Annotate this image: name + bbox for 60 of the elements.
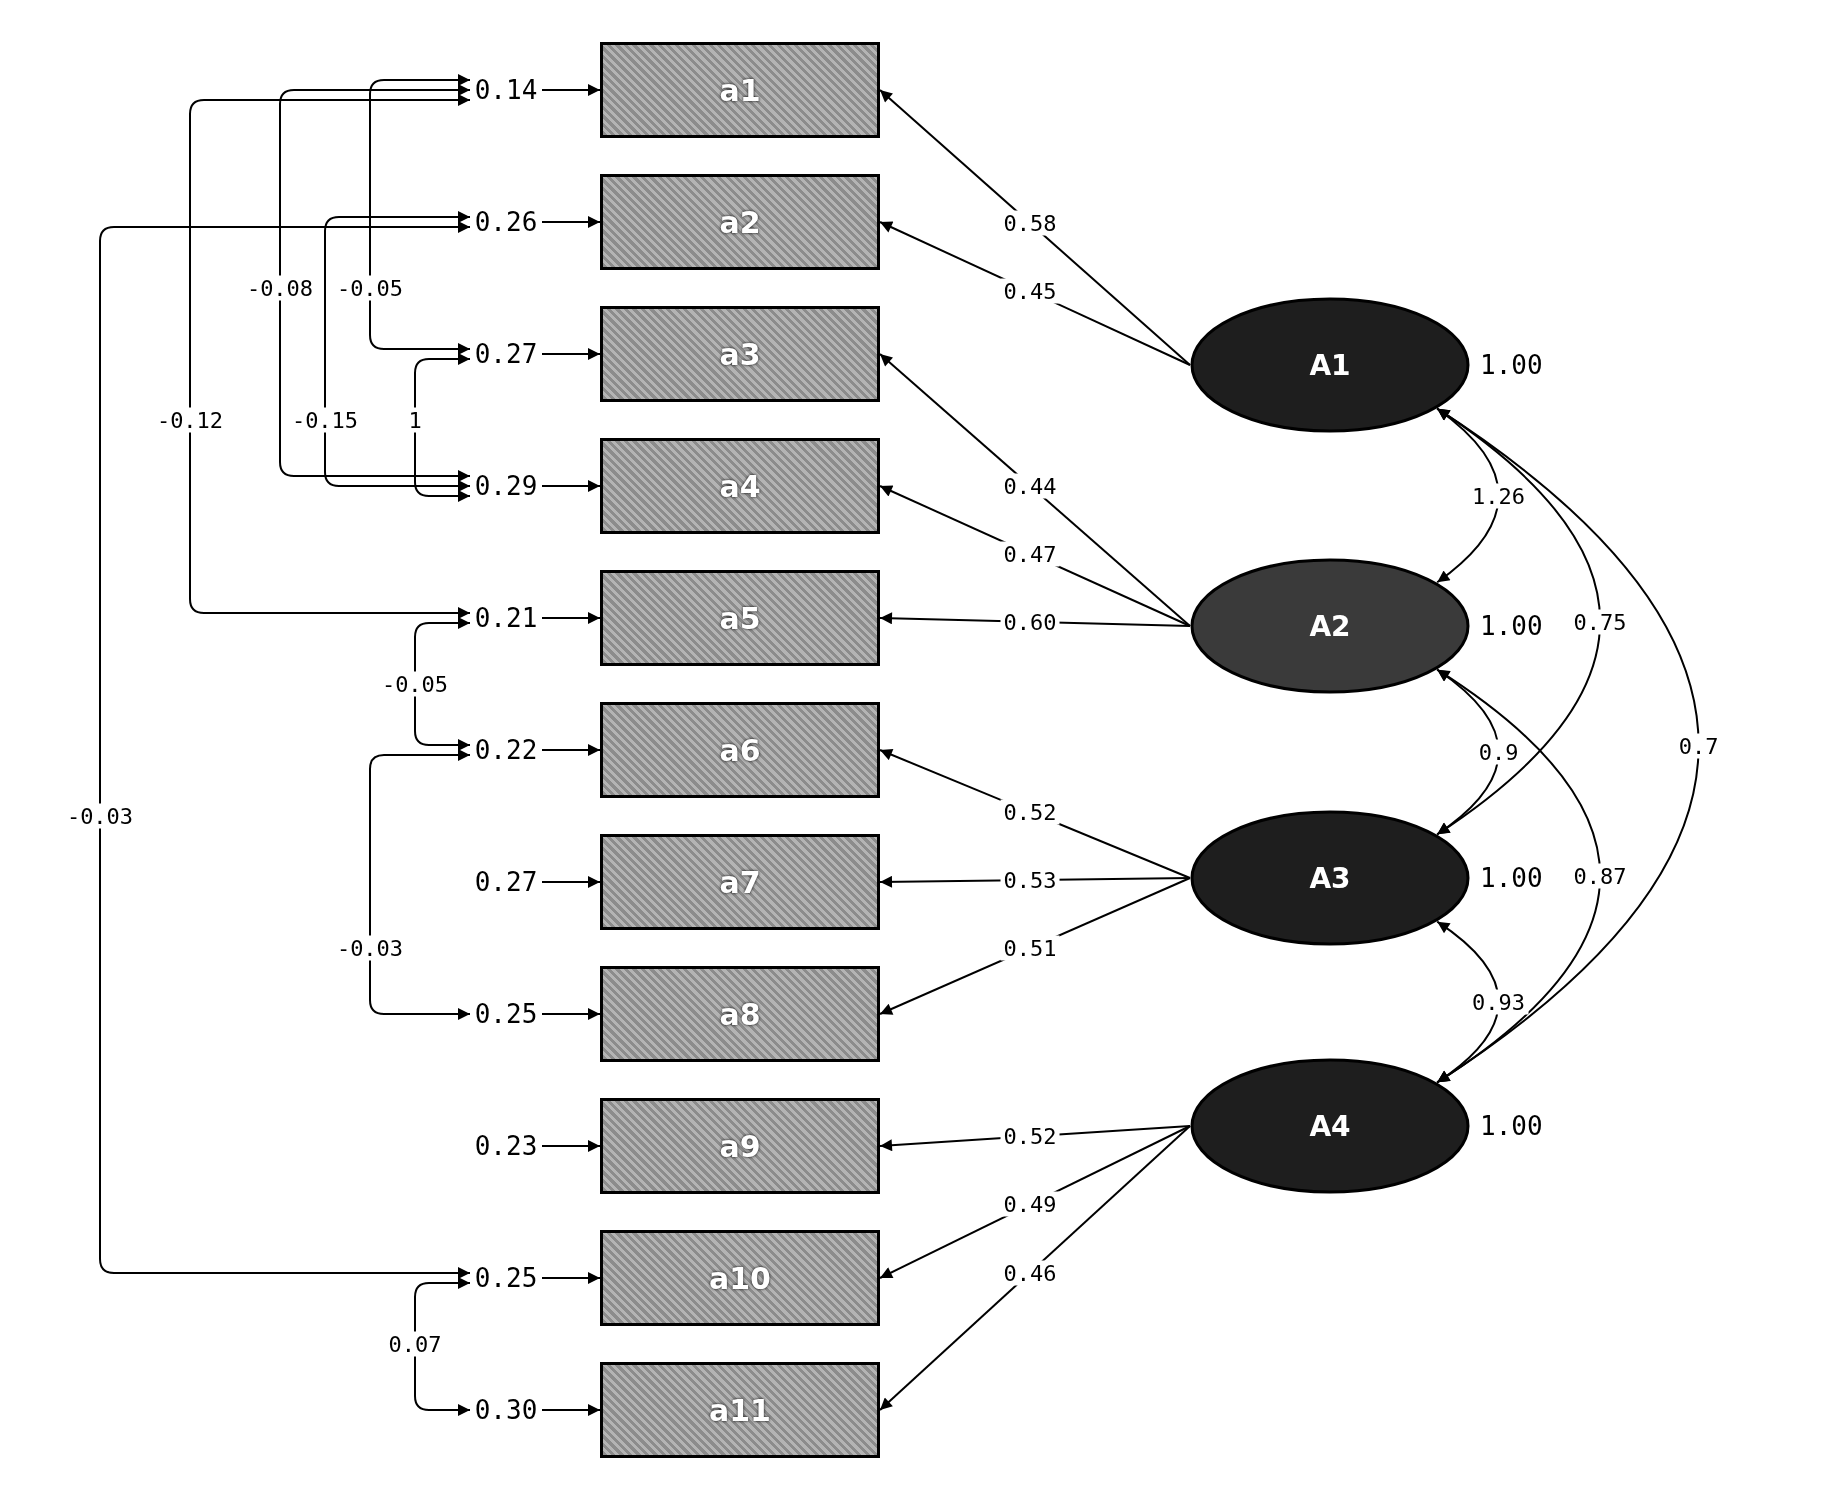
variable-box: a1 [600,42,880,138]
value-text: 0.26 [470,204,542,240]
value-text: 0.29 [470,468,542,504]
value-text: 0.27 [470,336,542,372]
variance-value: 1.00 [1480,350,1543,380]
variable-box: a3 [600,306,880,402]
double-arrow [369,74,471,355]
double-arrow [1436,668,1602,1084]
double-arrow [99,221,471,1279]
variable-box: a8 [600,966,880,1062]
variance-value: 1.00 [1480,863,1543,893]
latent-ellipse: A2 [1190,558,1470,694]
arrow [541,1140,601,1152]
latent-ellipse: A3 [1190,810,1470,946]
variable-box: a9 [600,1098,880,1194]
arrow [541,1008,601,1020]
arrow [541,348,601,360]
variable-box: a4 [600,438,880,534]
arrow [541,876,601,888]
double-arrow [414,353,471,502]
value-text: 0.23 [470,1128,542,1164]
variable-box: a7 [600,834,880,930]
edge-label: 0.51 [1000,935,1060,961]
arrow [541,744,601,756]
double-arrow [369,749,471,1020]
value-text: 0.27 [470,864,542,900]
latent-ellipse: A1 [1190,297,1470,433]
arrow [879,353,1191,627]
edge-label: 0.49 [1000,1191,1060,1217]
double-arrow [279,84,471,482]
value-text: 0.25 [470,996,542,1032]
variable-box: a2 [600,174,880,270]
value-text: 0.25 [470,1260,542,1296]
variable-box: a6 [600,702,880,798]
arrow [541,1404,601,1416]
arrow [541,216,601,228]
variance-value: 1.00 [1480,1111,1543,1141]
edge-label: 0.52 [1000,799,1060,825]
value-text: 0.21 [470,600,542,636]
edge-label: 0.45 [1000,278,1060,304]
double-arrow [414,1277,471,1416]
value-text: 0.22 [470,732,542,768]
variable-box: a11 [600,1362,880,1458]
double-arrow [414,617,471,751]
double-arrow [189,94,471,619]
arrow [541,84,601,96]
double-arrow [324,211,471,492]
arrow [541,1272,601,1284]
variance-value: 1.00 [1480,611,1543,641]
edge-label: 0.47 [1000,541,1060,567]
arrow [541,480,601,492]
arrow [541,612,601,624]
double-arrow [1436,920,1500,1084]
latent-ellipse: A4 [1190,1058,1470,1194]
arrow [879,1125,1191,1411]
value-text: 0.14 [470,72,542,108]
variable-box: a10 [600,1230,880,1326]
value-text: 0.30 [470,1392,542,1428]
arrow [879,89,1191,366]
variable-box: a5 [600,570,880,666]
